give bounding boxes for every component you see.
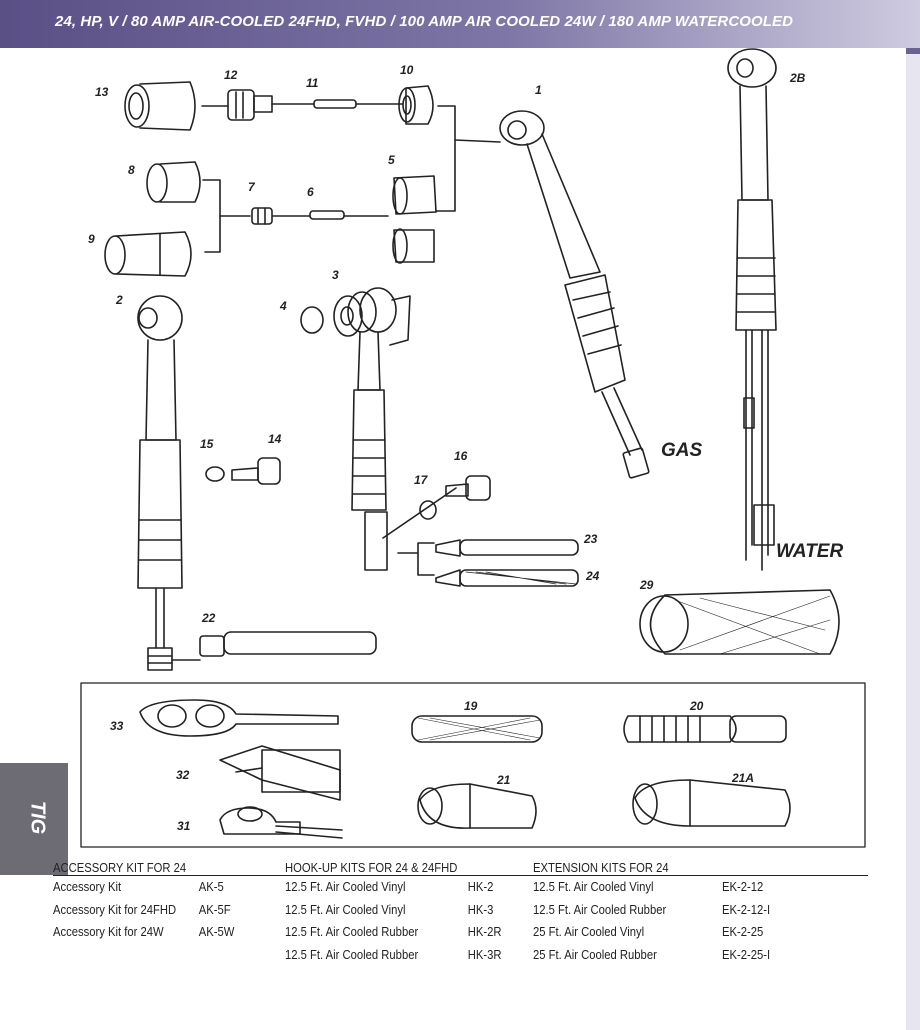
part-number: 21	[496, 773, 511, 787]
part-6-collet	[309, 210, 345, 220]
parts-diagram: 13 12 11 10 1 2B 8 7 6 5 9 3 2 4 15 14 1…	[80, 48, 866, 848]
part-number: 19	[464, 699, 478, 713]
gas-label: GAS	[661, 440, 703, 461]
part-12-collet-body	[227, 89, 273, 121]
part-number: 3	[332, 268, 339, 282]
table-heading: ACCESSORY KIT FOR 24	[53, 861, 187, 875]
part-number: 5	[388, 153, 395, 167]
part-number: 16	[454, 449, 468, 463]
part-number: 2	[115, 293, 123, 307]
part-14-cap	[231, 457, 281, 485]
part-number: 4	[279, 299, 287, 313]
part-7-collet-body	[251, 207, 273, 225]
part-31-switch	[219, 806, 343, 839]
page-header: 24, HP, V / 80 AMP AIR-COOLED 24FHD, FVH…	[0, 0, 920, 48]
part-21-handle	[417, 783, 537, 829]
header-title: 24, HP, V / 80 AMP AIR-COOLED 24FHD, FVH…	[55, 13, 794, 30]
part-number: 6	[307, 185, 314, 199]
part-4-o-ring	[300, 306, 324, 334]
part-5-cups	[392, 175, 437, 264]
part-number: 9	[88, 232, 95, 246]
part-number: 15	[200, 437, 214, 451]
part-2-torch-body	[137, 295, 183, 671]
table-heading: HOOK-UP KITS FOR 24 & 24FHD	[285, 861, 458, 875]
water-label: WATER	[776, 541, 843, 562]
part-3-torch-body	[333, 287, 411, 571]
part-21A-handle	[632, 779, 791, 827]
part-19-insulator	[411, 715, 543, 743]
part-9-cup	[104, 231, 192, 277]
part-22-power-cable	[171, 631, 377, 661]
part-2B-torch-body	[727, 48, 777, 571]
part-number: 7	[248, 180, 256, 194]
part-13-cup	[124, 81, 196, 131]
section-tab[interactable]	[0, 763, 68, 875]
part-number: 12	[224, 68, 238, 82]
part-number: 22	[201, 611, 216, 625]
part-24-power-cable	[435, 569, 579, 587]
hookup-kit-table: HOOK-UP KITS FOR 24 & 24FHD 12.5 Ft. Air…	[285, 860, 502, 966]
part-10-cup	[398, 85, 434, 125]
part-number: 20	[689, 699, 704, 713]
part-number: 23	[583, 532, 598, 546]
part-number: 11	[306, 76, 319, 90]
part-1-torch-body	[499, 110, 650, 479]
extension-kit-table: EXTENSION KITS FOR 24 12.5 Ft. Air Coole…	[533, 860, 771, 966]
part-number: 31	[177, 819, 191, 833]
part-20-insulator	[623, 715, 787, 743]
part-33-back-cap	[139, 699, 339, 737]
part-number: 13	[95, 85, 109, 99]
accessory-box	[80, 682, 866, 848]
part-number: 33	[110, 719, 124, 733]
part-32-switch	[219, 745, 341, 801]
part-29-cable-cover	[639, 589, 840, 655]
part-16-cap	[445, 475, 491, 501]
right-edge-bar	[906, 48, 920, 1030]
part-number: 8	[128, 163, 135, 177]
part-number: 10	[400, 63, 414, 77]
part-17-o-ring	[419, 500, 437, 520]
part-23-power-cable	[435, 539, 579, 557]
part-11-collet	[313, 99, 357, 109]
part-number: 32	[176, 768, 190, 782]
part-15-o-ring	[205, 466, 225, 482]
right-edge-accent	[906, 48, 920, 54]
part-number: 21A	[731, 771, 754, 785]
part-number: 2B	[789, 71, 806, 85]
part-number: 24	[585, 569, 600, 583]
part-number: 17	[414, 473, 429, 487]
part-number: 29	[639, 578, 654, 592]
table-heading: EXTENSION KITS FOR 24	[533, 861, 669, 875]
table-rule	[53, 875, 868, 876]
part-number: 14	[268, 432, 282, 446]
part-8-cup	[146, 161, 201, 203]
part-number: 1	[535, 83, 542, 97]
